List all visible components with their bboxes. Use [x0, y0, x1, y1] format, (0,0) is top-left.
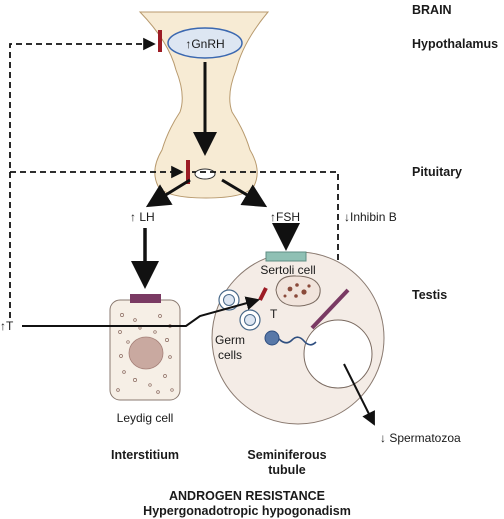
- sertoli-t-blocker: [258, 287, 268, 301]
- spermatozoa-label: ↓ Spermatozoa: [380, 431, 461, 445]
- leydig-nucleus: [128, 336, 164, 370]
- brain-label: BRAIN: [412, 3, 452, 17]
- lh-arrow-from-pituitary: [145, 178, 191, 208]
- t-outer-label: ↑T: [0, 319, 14, 333]
- germ-cells-label-2: cells: [218, 348, 242, 362]
- inhibin-feedback-to-pituitary: [192, 171, 339, 270]
- spermatozoa-arrow: [343, 363, 375, 426]
- sperm-tail: [278, 336, 317, 346]
- pituitary-label: Pituitary: [412, 165, 462, 179]
- inhibin-b-label: ↓Inhibin B: [344, 210, 397, 224]
- fsh-arrow-from-pituitary: [221, 178, 268, 208]
- gnrh-label: ↑GnRH: [185, 37, 224, 51]
- sertoli-nucleus: [275, 275, 321, 307]
- pituitary-blocker: [186, 160, 190, 184]
- interstitium-label: Interstitium: [111, 448, 179, 462]
- gnrh-oval: [167, 27, 243, 59]
- testis-label: Testis: [412, 288, 447, 302]
- testosterone-feedback-to-hypothalamus: [9, 37, 156, 318]
- tubule-lumen: [303, 319, 373, 389]
- hypothalamus-blocker: [158, 30, 162, 52]
- pituitary-oval: [194, 168, 216, 180]
- germ-cells-label-1: Germ: [215, 333, 245, 347]
- hypothalamus-label: Hypothalamus: [412, 37, 498, 51]
- footer-subtitle: Hypergonadotropic hypogonadism: [143, 504, 351, 518]
- sertoli-cell-label: Sertoli cell: [260, 263, 315, 277]
- lh-label: ↑ LH: [130, 210, 155, 224]
- leydig-cell-label: Leydig cell: [117, 411, 174, 425]
- seminiferous-label-2: tubule: [268, 463, 306, 477]
- fsh-label: ↑FSH: [270, 210, 300, 224]
- fsh-receptor: [265, 251, 307, 262]
- testosterone-path: [22, 296, 260, 327]
- spermatid: [264, 330, 280, 346]
- leydig-granules: [116, 313, 174, 394]
- seminiferous-label-1: Seminiferous: [247, 448, 326, 462]
- sertoli-androgen-receptor: [310, 288, 350, 330]
- lh-receptor: [130, 294, 161, 303]
- footer-title: ANDROGEN RESISTANCE: [169, 489, 325, 503]
- t-inner-label: T: [270, 307, 278, 321]
- sertoli-granules: [283, 283, 311, 298]
